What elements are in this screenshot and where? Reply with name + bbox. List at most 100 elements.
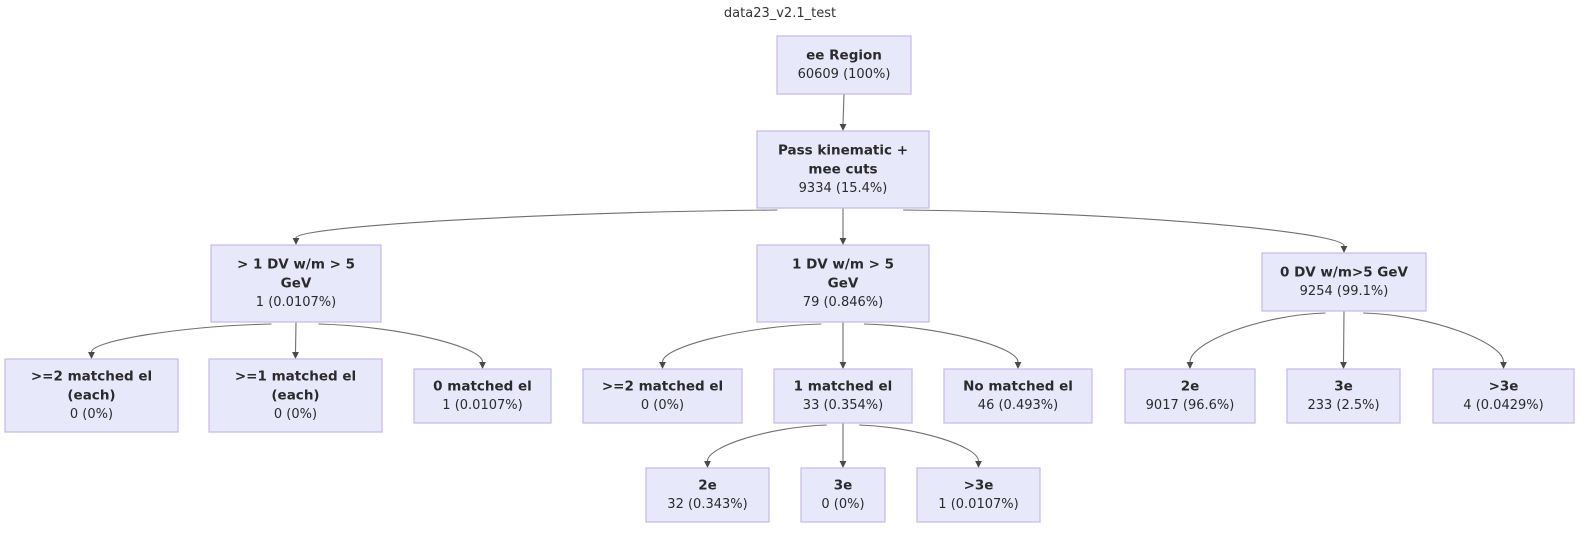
edge-arrowhead [479, 362, 486, 369]
edge-passcuts-to-dv_gt1 [295, 209, 778, 239]
node-stat-zero_3e: 233 (2.5%) [1307, 398, 1379, 413]
edge-arrowhead [839, 124, 847, 131]
node-box-ge1_each [208, 358, 383, 433]
node-stat-dv_eq0: 9254 (99.1%) [1300, 284, 1389, 299]
node-stat-no_match: 46 (0.493%) [978, 398, 1058, 413]
nodes-layer: ee Region 60609 (100%) Pass kinematic + mee… [4, 35, 1575, 523]
node-box-zero_match [413, 368, 552, 424]
node-one_match[interactable]: 1 matched el 33 (0.354%) [773, 368, 913, 424]
edge-arrowhead [88, 352, 95, 359]
node-stat-one_gt3e: 1 (0.0107%) [938, 497, 1018, 512]
node-box-passcuts [756, 130, 930, 209]
node-label-zero_gt3e: >3e [1489, 379, 1519, 395]
edge-root-to-passcuts [842, 93, 845, 125]
edge-arrowhead [659, 362, 666, 369]
node-label-zero_3e: 3e [1334, 379, 1353, 395]
node-label-one_match: 1 matched el [794, 379, 893, 395]
edge-dv_gt1-to-ge1_each [294, 321, 297, 353]
node-box-ge2_match [582, 368, 743, 424]
edge-arrowhead [292, 238, 300, 245]
node-stat-ge1_each: 0 (0%) [274, 407, 317, 422]
node-box-no_match [943, 368, 1093, 424]
node-box-one_match [773, 368, 913, 424]
node-label-one_3e: 3e [834, 478, 853, 494]
node-stat-zero_gt3e: 4 (0.0429%) [1463, 398, 1543, 413]
node-stat-ge2_match: 0 (0%) [641, 398, 684, 413]
node-one_2e[interactable]: 2e 32 (0.343%) [645, 467, 770, 523]
edges-layer [88, 93, 1507, 468]
edge-dv_eq1-to-ge2_match [661, 323, 822, 363]
node-label-dv_eq1-line1: 1 DV w/m > 5 [792, 257, 894, 273]
edge-dv_eq0-to-zero_2e [1189, 312, 1326, 363]
edge-arrowhead [1340, 246, 1348, 253]
node-stat-passcuts: 9334 (15.4%) [799, 181, 888, 196]
edge-arrowhead [975, 461, 982, 468]
node-root[interactable]: ee Region 60609 (100%) [776, 35, 912, 95]
edge-dv_eq0-to-zero_3e [1342, 310, 1345, 363]
node-label-ge1_each-line1: >=1 matched el [235, 369, 356, 385]
node-label-dv_gt1-line2: GeV [281, 276, 312, 292]
node-stat-dv_gt1: 1 (0.0107%) [256, 295, 336, 310]
node-label-root: ee Region [806, 48, 882, 64]
node-label-ge1_each-line2: (each) [271, 388, 319, 404]
node-dv_gt1[interactable]: > 1 DV w/m > 5 GeV 1 (0.0107%) [210, 244, 382, 323]
node-label-passcuts-line2: mee cuts [808, 162, 877, 178]
node-one_3e[interactable]: 3e 0 (0%) [800, 467, 886, 523]
node-box-dv_gt1 [210, 244, 382, 323]
node-no_match[interactable]: No matched el 46 (0.493%) [943, 368, 1093, 424]
node-label-zero_match: 0 matched el [433, 379, 532, 395]
node-stat-one_2e: 32 (0.343%) [667, 497, 747, 512]
node-ge2_match[interactable]: >=2 matched el 0 (0%) [582, 368, 743, 424]
edge-arrowhead [292, 352, 299, 359]
edge-one_match-to-one_2e [706, 424, 827, 462]
node-box-zero_2e [1124, 368, 1256, 424]
node-label-no_match: No matched el [963, 379, 1073, 395]
node-label-dv_eq0: 0 DV w/m>5 GeV [1280, 265, 1409, 281]
edge-dv_eq0-to-zero_gt3e [1363, 312, 1505, 363]
node-box-zero_3e [1286, 368, 1401, 424]
node-label-ge2_each-line2: (each) [67, 388, 115, 404]
node-stat-one_3e: 0 (0%) [821, 497, 864, 512]
node-zero_match[interactable]: 0 matched el 1 (0.0107%) [413, 368, 552, 424]
node-box-dv_eq1 [756, 244, 930, 323]
edge-arrowhead [1500, 362, 1507, 369]
node-label-passcuts-line1: Pass kinematic + [778, 143, 908, 159]
node-label-zero_2e: 2e [1181, 379, 1200, 395]
node-box-one_3e [800, 467, 886, 523]
edge-arrowhead [1186, 362, 1194, 369]
node-zero_gt3e[interactable]: >3e 4 (0.0429%) [1432, 368, 1575, 424]
node-label-one_2e: 2e [698, 478, 717, 494]
edge-arrowhead [1014, 362, 1022, 369]
node-stat-dv_eq1: 79 (0.846%) [803, 295, 883, 310]
node-ge2_each[interactable]: >=2 matched el (each) 0 (0%) [4, 358, 179, 433]
node-passcuts[interactable]: Pass kinematic + mee cuts 9334 (15.4%) [756, 130, 930, 209]
graph-title: data23_v2.1_test [724, 6, 836, 21]
edge-arrowhead [839, 461, 847, 468]
node-stat-root: 60609 (100%) [798, 67, 891, 82]
node-one_gt3e[interactable]: >3e 1 (0.0107%) [916, 467, 1041, 523]
node-dv_eq1[interactable]: 1 DV w/m > 5 GeV 79 (0.846%) [756, 244, 930, 323]
node-stat-one_match: 33 (0.354%) [803, 398, 883, 413]
node-label-ge2_match: >=2 matched el [602, 379, 723, 395]
node-ge1_each[interactable]: >=1 matched el (each) 0 (0%) [208, 358, 383, 433]
node-label-dv_gt1-line1: > 1 DV w/m > 5 [237, 257, 355, 273]
node-box-root [776, 35, 912, 95]
edge-dv_gt1-to-zero_match [318, 323, 484, 363]
edge-dv_gt1-to-ge2_each [90, 323, 272, 353]
node-label-ge2_each-line1: >=2 matched el [31, 369, 152, 385]
node-dv_eq0[interactable]: 0 DV w/m>5 GeV 9254 (99.1%) [1261, 252, 1427, 312]
node-label-dv_eq1-line2: GeV [828, 276, 859, 292]
edge-arrowhead [839, 362, 847, 369]
node-label-one_gt3e: >3e [964, 478, 994, 494]
edge-arrowhead [1340, 362, 1347, 369]
edge-arrowhead [839, 238, 847, 245]
node-box-one_2e [645, 467, 770, 523]
node-stat-zero_match: 1 (0.0107%) [442, 398, 522, 413]
node-stat-ge2_each: 0 (0%) [70, 407, 113, 422]
node-box-ge2_each [4, 358, 179, 433]
node-zero_3e[interactable]: 3e 233 (2.5%) [1286, 368, 1401, 424]
edge-dv_eq1-to-no_match [863, 323, 1019, 363]
